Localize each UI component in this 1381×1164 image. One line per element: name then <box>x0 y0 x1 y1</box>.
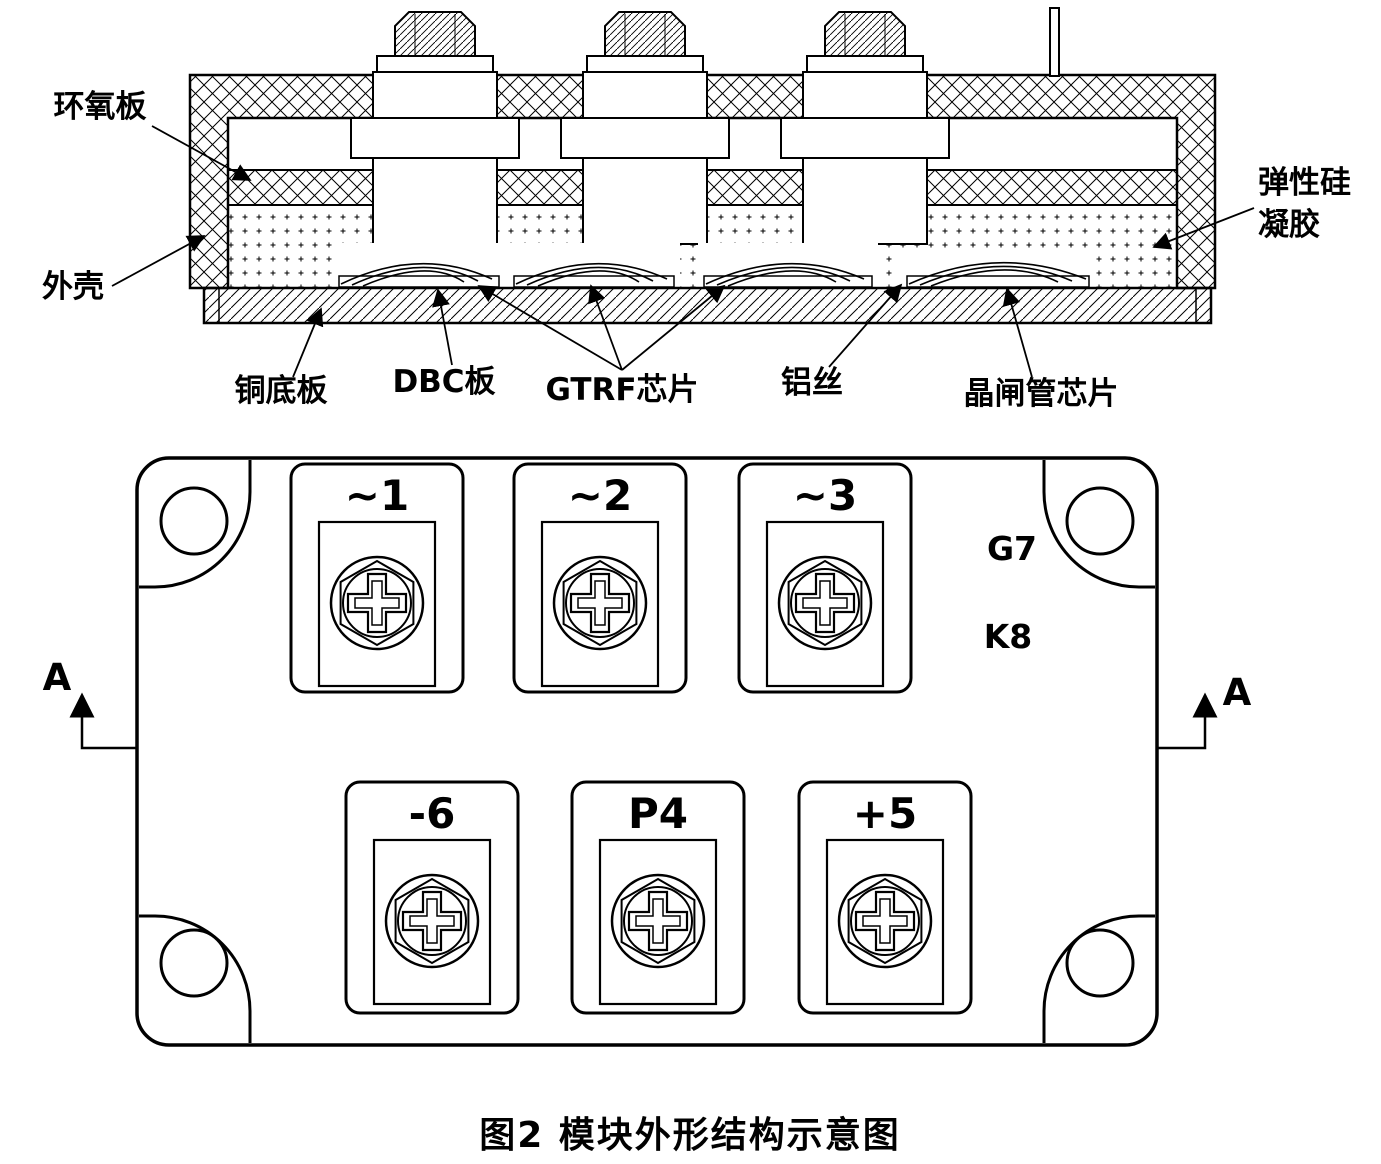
leader-housing <box>111 235 206 287</box>
label-housing: 外壳 <box>42 269 104 305</box>
mounting-hole-bottom-right <box>1065 928 1135 998</box>
leader-aluminum-wire <box>828 283 903 368</box>
leader-dbc-board <box>432 288 453 366</box>
terminal-label-neg6: -6 <box>409 789 456 838</box>
label-silicone-gel-1: 弹性硅 <box>1258 165 1351 201</box>
leader-lines <box>111 125 1255 378</box>
leader-silicone-gel <box>1152 207 1255 250</box>
terminal-label-p4: P4 <box>628 789 688 838</box>
mounting-hole-top-right <box>1065 486 1135 556</box>
bond-wires-3 <box>705 262 865 287</box>
screw-ac3 <box>777 555 873 651</box>
terminal-post-1 <box>350 117 520 245</box>
terminal-block-ac1: ~1 <box>289 462 465 694</box>
terminal-block-ac3: ~3 <box>737 462 913 694</box>
module-top-view: ~1 ~2 ~3 <box>43 456 1252 1047</box>
label-epoxy-board: 环氧板 <box>54 89 147 125</box>
corner-pad-top-right <box>1042 460 1155 589</box>
mounting-hole-top-left <box>159 486 229 556</box>
screw-p4 <box>610 873 706 969</box>
leader-thyristor-chip <box>1002 287 1033 378</box>
terminal-block-neg6: -6 <box>344 780 520 1015</box>
terminal-block-pos5: +5 <box>797 780 973 1015</box>
label-aluminum-wire: 铝丝 <box>781 365 843 401</box>
bolt-1 <box>372 11 498 119</box>
leader-gtrf-2 <box>588 284 623 371</box>
screw-ac1 <box>329 555 425 651</box>
label-dbc-board: DBC板 <box>392 364 495 400</box>
bolt-3 <box>802 11 928 119</box>
section-letter-left: A <box>43 656 72 699</box>
cross-section-view: 环氧板 外壳 弹性硅 凝胶 铜底板 DBC板 GTRF芯片 铝丝 晶闸管芯片 <box>42 7 1351 412</box>
leader-epoxy-board <box>151 125 252 181</box>
label-thyristor-chip: 晶闸管芯片 <box>964 376 1119 412</box>
leader-copper-base <box>292 307 324 378</box>
bolt-2 <box>582 11 708 119</box>
section-letter-right: A <box>1223 671 1252 714</box>
screw-ac2 <box>552 555 648 651</box>
terminal-block-p4: P4 <box>570 780 746 1015</box>
copper-base-plate <box>202 286 1213 325</box>
leader-gtrf-3 <box>621 284 726 371</box>
figure-caption: 图2 模块外形结构示意图 <box>479 1115 901 1156</box>
terminal-block-ac2: ~2 <box>512 462 688 694</box>
bond-wires-2 <box>515 262 668 287</box>
section-marker-right: A <box>1157 671 1252 750</box>
terminal-label-ac2: ~2 <box>568 471 632 520</box>
section-marker-left: A <box>43 656 137 750</box>
mounting-hole-bottom-left <box>159 928 229 998</box>
cathode-label-k8: K8 <box>984 617 1033 656</box>
terminal-post-2 <box>560 117 730 245</box>
label-copper-base: 铜底板 <box>235 373 328 409</box>
label-gtrf-chip: GTRF芯片 <box>545 372 698 408</box>
terminal-post-3 <box>780 117 950 245</box>
terminal-label-ac1: ~1 <box>345 471 409 520</box>
bond-wires-1 <box>340 262 493 287</box>
gate-label-g7: G7 <box>987 529 1037 568</box>
terminal-label-ac3: ~3 <box>793 471 857 520</box>
bond-wires-4 <box>908 261 1087 287</box>
gate-pin <box>1049 7 1060 77</box>
label-silicone-gel-2: 凝胶 <box>1258 207 1320 243</box>
terminal-label-pos5: +5 <box>853 789 917 838</box>
screw-neg6 <box>384 873 480 969</box>
corner-pad-top-left <box>139 460 252 589</box>
leader-gtrf-1 <box>477 285 623 371</box>
screw-pos5 <box>837 873 933 969</box>
